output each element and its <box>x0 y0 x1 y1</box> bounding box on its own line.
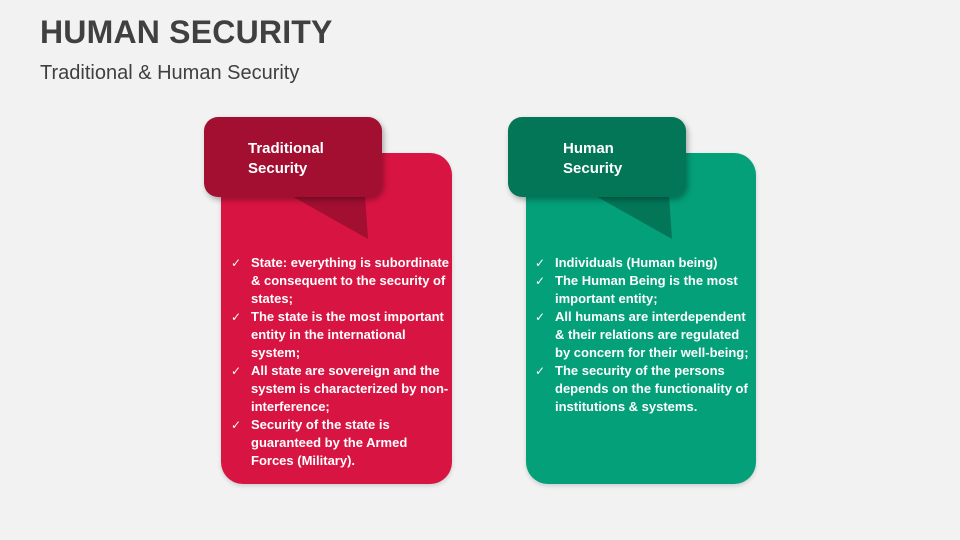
traditional-label-line1: Traditional <box>248 140 324 157</box>
human-security-bubble <box>508 117 686 197</box>
list-item: ✓Individuals (Human being) <box>535 255 718 270</box>
list-item: ✓All humans are interdependent & their r… <box>535 309 749 360</box>
page-title: HUMAN SECURITY <box>40 14 333 50</box>
check-icon: ✓ <box>535 256 546 270</box>
human-bubble-tail <box>594 195 672 239</box>
list-item: ✓State: everything is subordinate & cons… <box>231 255 449 306</box>
check-icon: ✓ <box>231 418 242 432</box>
check-icon: ✓ <box>231 364 242 378</box>
human-label-line1: Human <box>563 140 614 157</box>
traditional-security-bubble <box>204 117 382 197</box>
human-security-list: ✓Individuals (Human being) ✓The Human Be… <box>529 254 754 416</box>
check-icon: ✓ <box>535 364 546 378</box>
traditional-bubble-tail <box>290 195 368 239</box>
check-icon: ✓ <box>535 274 546 288</box>
list-item: ✓Security of the state is guaranteed by … <box>231 417 408 468</box>
page-subtitle: Traditional & Human Security <box>40 62 300 84</box>
traditional-security-label: Traditional Security <box>248 139 324 179</box>
list-item: ✓The state is the most important entity … <box>231 309 444 360</box>
check-icon: ✓ <box>231 310 242 324</box>
list-item: ✓All state are sovereign and the system … <box>231 363 449 414</box>
list-item: ✓The security of the persons depends on … <box>535 363 748 414</box>
human-security-label: Human Security <box>563 139 622 179</box>
check-icon: ✓ <box>535 310 546 324</box>
check-icon: ✓ <box>231 256 242 270</box>
traditional-label-line2: Security <box>248 160 308 177</box>
human-label-line2: Security <box>563 160 623 177</box>
list-item: ✓The Human Being is the most important e… <box>535 273 738 306</box>
traditional-security-list: ✓State: everything is subordinate & cons… <box>225 254 450 470</box>
